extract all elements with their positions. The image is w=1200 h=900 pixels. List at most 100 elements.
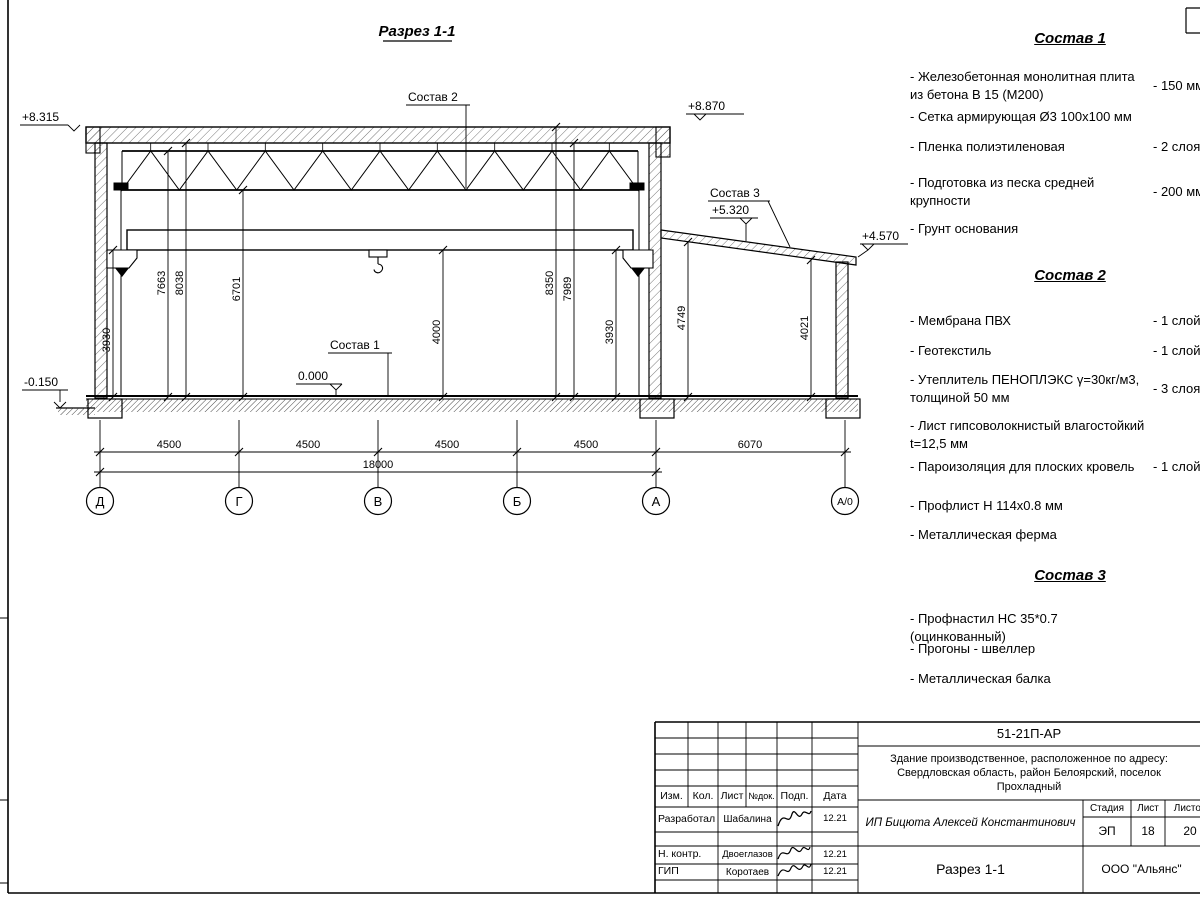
- signature-ncontrol-icon: [777, 846, 811, 860]
- list-item: - Мембрана ПВХ- 1 слой: [910, 313, 1200, 329]
- doc-number: 51-21П-АР: [996, 725, 1062, 741]
- list-item: - Железобетонная монолитная плита из бет…: [910, 69, 1200, 103]
- roof-slab: [85, 126, 671, 158]
- row-role-developer: Разработал: [658, 812, 716, 825]
- hdim-total: 18000: [363, 459, 394, 471]
- list-item: - Прогоны - швеллер: [910, 641, 1036, 657]
- organization-name: ООО "Альянс": [1101, 861, 1182, 876]
- purlin-ticks: [150, 143, 610, 151]
- view-title-text: Разрез 1-1: [378, 23, 455, 40]
- elevation-roof-left: +8.315: [22, 110, 59, 124]
- foundation-mid: [639, 398, 675, 419]
- wall-annex-right: [835, 261, 849, 399]
- vdim-3: 6701: [231, 277, 243, 301]
- row-name-gip: Коротаев: [725, 866, 770, 878]
- elevation-grade: -0.150: [24, 375, 58, 389]
- row-role-gip: ГИП: [658, 865, 679, 878]
- crane-hook: [368, 249, 388, 274]
- col-header-doc: №док.: [748, 790, 775, 801]
- foundation-right: [825, 398, 861, 419]
- callout-sostav-2: Состав 2: [408, 90, 458, 104]
- axis-5: А/0: [837, 496, 853, 508]
- titleblock-drawing-name: Разрез 1-1: [936, 861, 1005, 878]
- signature-gip-icon: [777, 863, 812, 877]
- stage-value: ЭП: [1098, 823, 1116, 838]
- crane-structure: [106, 190, 654, 396]
- list-item: - Пленка полиэтиленовая- 2 слоя: [910, 139, 1200, 155]
- vdim-1: 7663: [156, 271, 168, 295]
- sheet-label: Лист: [1137, 803, 1159, 814]
- crane-beam: [126, 229, 634, 251]
- composition-1-title: Состав 1: [1034, 30, 1106, 47]
- axis-2: В: [374, 494, 383, 509]
- row-name-ncontrol: Двоеглазов: [722, 848, 773, 860]
- vdim-0: 3930: [101, 328, 113, 352]
- title-block-grid: [654, 721, 1200, 893]
- stage-label: Стадия: [1089, 803, 1125, 814]
- list-item: - Лист гипсоволокнистый влагостойкий t=1…: [910, 418, 1145, 452]
- list-item: - Подготовка из песка средней крупности-…: [910, 175, 1200, 209]
- floor-and-ground: [56, 395, 861, 419]
- axis-0: Д: [96, 494, 105, 509]
- list-item: - Профлист Н 114x0.8 мм: [910, 498, 1063, 514]
- composition-3-title: Состав 3: [1034, 567, 1106, 584]
- list-item: - Утеплитель ПЕНОПЛЭКС γ=30кг/м3, толщин…: [910, 372, 1200, 406]
- hdim-2: 4500: [435, 439, 459, 451]
- vertical-dimensions: [108, 122, 816, 402]
- elevation-roof-right: +8.870: [688, 99, 725, 113]
- list-item: - Металлическая балка: [910, 671, 1051, 687]
- annex-roof: [660, 229, 857, 266]
- list-item: - Металлическая ферма: [910, 527, 1057, 543]
- truss-bearing-right: [629, 182, 645, 191]
- hdim-1: 4500: [296, 439, 320, 451]
- hdim-3: 4500: [574, 439, 598, 451]
- view-title: Разрез 1-1: [378, 23, 456, 42]
- vdim-4: 4000: [431, 320, 443, 344]
- elevation-annex-right: +4.570: [862, 229, 899, 243]
- axis-4: А: [652, 494, 661, 509]
- row-date-developer: 12.21: [823, 813, 847, 825]
- foundation-left: [87, 398, 123, 419]
- truss-bearing-left: [113, 182, 129, 191]
- callout-leaders: [328, 104, 791, 395]
- list-item: - Геотекстиль- 1 слой: [910, 343, 1200, 359]
- designer-name: ИП Бицюта Алексей Константинович: [865, 816, 1076, 829]
- row-name-developer: Шабалина: [723, 814, 772, 825]
- vdim-8: 4749: [676, 306, 688, 330]
- col-header-list: Лист: [720, 789, 744, 802]
- axis-bubbles: [85, 486, 860, 516]
- frame-corner-cell: [1185, 7, 1200, 34]
- list-item: - Сетка армирующая Ø3 100x100 мм: [910, 109, 1132, 125]
- row-role-ncontrol: Н. контр.: [658, 848, 702, 861]
- callout-sostav-1: Состав 1: [330, 338, 380, 352]
- list-item: - Пароизоляция для плоских кровель- 1 сл…: [910, 459, 1200, 475]
- vdim-9: 4021: [799, 316, 811, 340]
- roof-truss: [113, 143, 645, 192]
- elevation-annex-top: +5.320: [712, 203, 749, 217]
- corbel-left: [106, 249, 138, 269]
- elevation-marks: [20, 113, 908, 409]
- row-date-ncontrol: 12.21: [823, 848, 847, 860]
- signature-developer-icon: [777, 810, 812, 827]
- hdim-0: 4500: [157, 439, 181, 451]
- col-header-izm: Изм.: [660, 789, 683, 802]
- walls: [94, 142, 849, 399]
- project-description: Здание производственное, расположенное п…: [890, 752, 1168, 794]
- axis-1: Г: [235, 494, 242, 509]
- hdim-4: 6070: [738, 439, 762, 451]
- vdim-5: 8350: [544, 271, 556, 295]
- horizontal-dimensions: [94, 420, 851, 487]
- row-date-gip: 12.21: [823, 865, 847, 877]
- sheet-value: 18: [1141, 823, 1155, 838]
- wall-right-main: [648, 142, 662, 399]
- composition-2-title: Состав 2: [1034, 267, 1106, 284]
- callout-sostav-3: Состав 3: [710, 186, 760, 200]
- list-item: - Грунт основания: [910, 221, 1019, 237]
- vdim-6: 7989: [562, 277, 574, 301]
- truss-web: [121, 150, 639, 192]
- sheets-label: Листов: [1173, 803, 1200, 814]
- col-header-data: Дата: [823, 789, 847, 802]
